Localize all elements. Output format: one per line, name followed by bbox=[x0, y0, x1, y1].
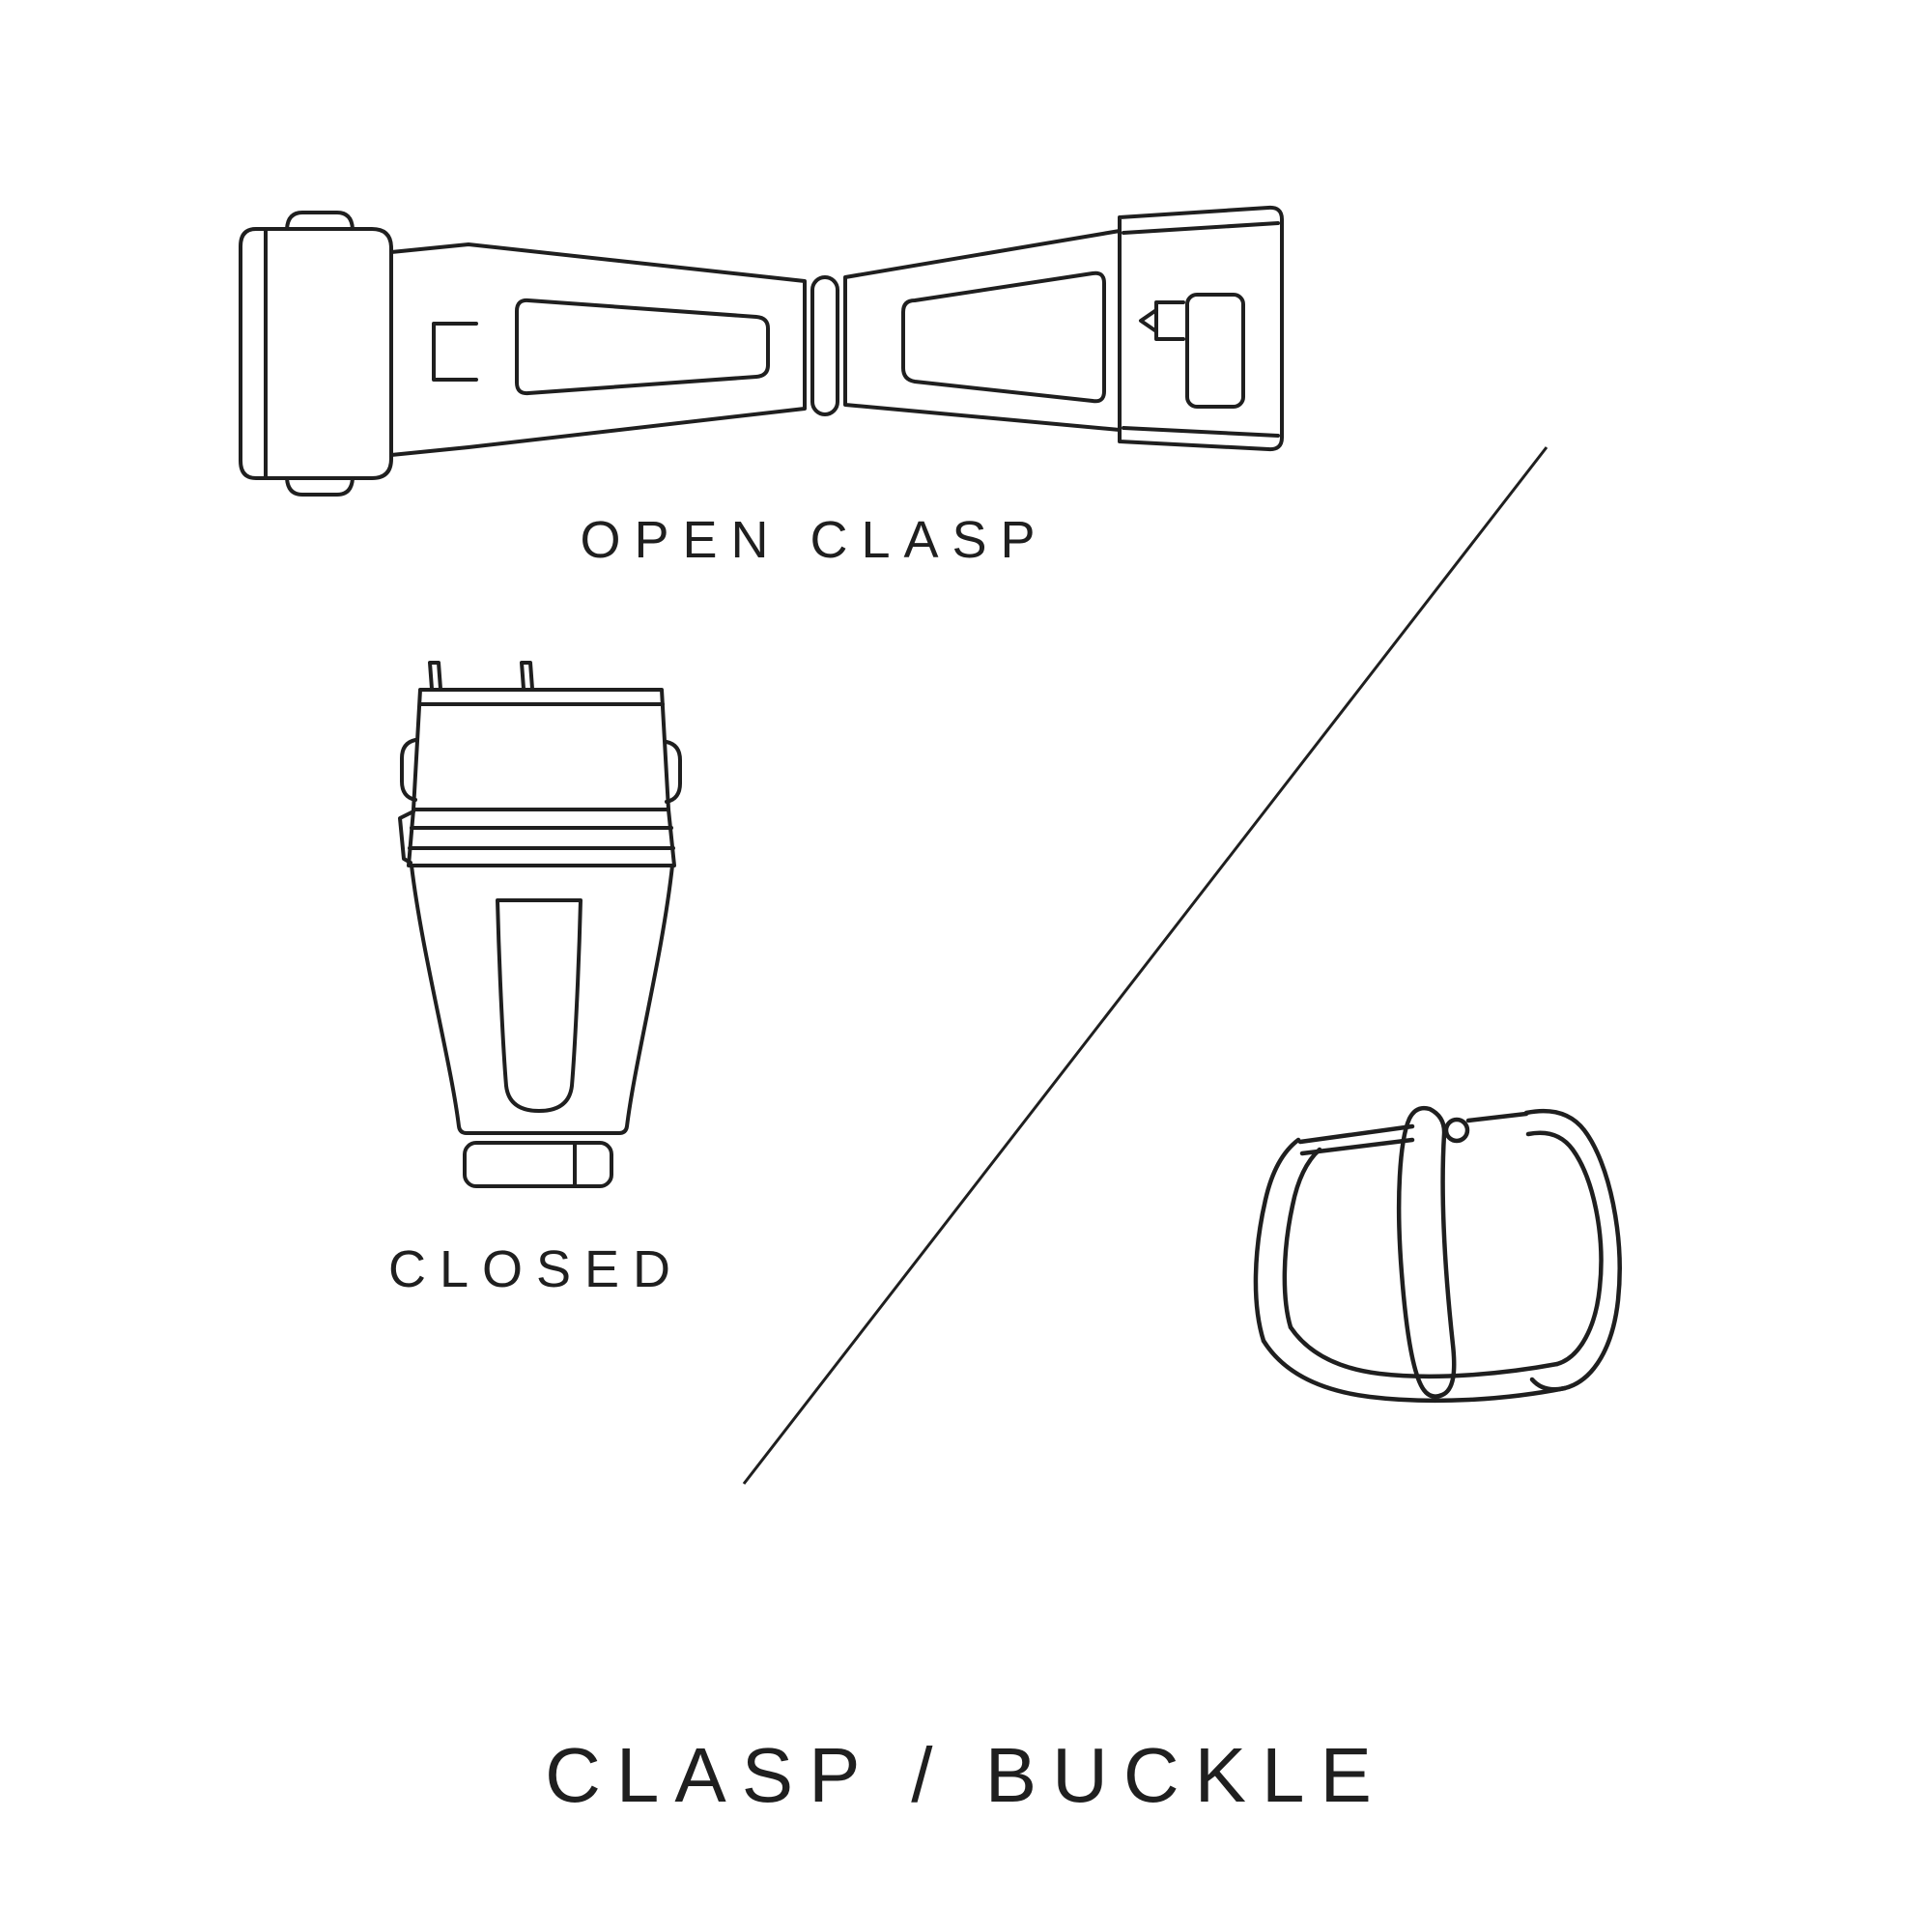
buckle-frame bbox=[1253, 1108, 1622, 1404]
open-clasp-figure bbox=[227, 188, 1299, 497]
closed-clasp-illustration bbox=[398, 661, 682, 1188]
open-clasp-illustration bbox=[239, 205, 1284, 497]
buckle-pin-bar bbox=[1297, 1111, 1529, 1156]
diagram-title: CLASP / BUCKLE bbox=[545, 1732, 1387, 1818]
closed-clasp-end-link bbox=[463, 1141, 613, 1188]
closed-clasp-figure bbox=[382, 657, 710, 1198]
open-clasp-label: OPEN CLASP bbox=[580, 511, 1049, 569]
closed-clasp-label: CLOSED bbox=[387, 1240, 685, 1298]
closed-clasp-prongs bbox=[428, 661, 534, 691]
closed-clasp-top-block bbox=[412, 688, 670, 811]
open-clasp-right-arm bbox=[843, 205, 1284, 452]
closed-clasp-body bbox=[410, 864, 674, 1135]
open-clasp-left-arm bbox=[389, 242, 807, 457]
buckle-tongue bbox=[1396, 1105, 1457, 1399]
open-clasp-hinge bbox=[810, 275, 839, 416]
tang-buckle-illustration bbox=[1253, 1105, 1622, 1404]
closed-clasp-band bbox=[398, 808, 676, 867]
tang-buckle-figure bbox=[1225, 1084, 1650, 1432]
open-clasp-cover bbox=[239, 211, 393, 497]
closed-clasp-side-ears bbox=[400, 738, 682, 804]
